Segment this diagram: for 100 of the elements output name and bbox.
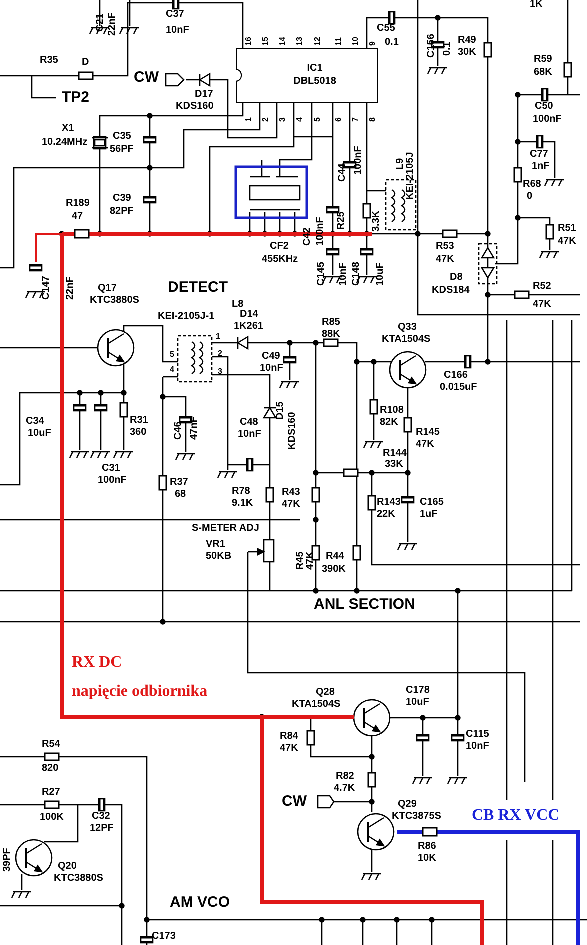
component-label: 47K [306, 552, 316, 570]
component-label: 22nF [66, 276, 76, 300]
component-label: R68 [523, 180, 542, 190]
component-label: Q29 [398, 800, 417, 810]
component-label: 50KB [206, 552, 232, 562]
component-label: C44 [338, 164, 348, 182]
component-label: S-METER ADJ [192, 524, 260, 534]
component-label: 10uF [376, 262, 386, 286]
component-label: 10nF [260, 364, 284, 374]
net-label: napięcie odbiornika [72, 684, 208, 700]
component-label: 9.1K [232, 499, 254, 509]
component-label: 47 [72, 212, 84, 222]
section-label: AM VCO [170, 895, 230, 910]
component-label: C115 [466, 730, 490, 740]
component-label: 10uF [406, 698, 430, 708]
pin-number: 2 [262, 118, 270, 122]
component-label: 4.7K [334, 784, 356, 794]
component-label: R45 [296, 552, 306, 570]
component-label: R44 [326, 552, 344, 562]
component-label: R37 [170, 478, 188, 488]
component-label: R145 [416, 428, 440, 438]
component-label: 455KHz [262, 255, 298, 265]
component-label: C39 [113, 194, 132, 204]
component-label: R143 [377, 498, 401, 508]
component-label: KDS184 [432, 286, 470, 296]
component-label: 10nF [466, 742, 490, 752]
component-label: R53 [436, 242, 454, 252]
component-label: 22nF [108, 12, 118, 36]
pin-number: 7 [352, 118, 360, 122]
component-label: C145 [317, 262, 327, 286]
pin-number: 5 [170, 351, 174, 359]
component-label: 47K [282, 500, 300, 510]
chip-label: IC1 [307, 63, 323, 76]
component-label: X1 [62, 124, 74, 134]
component-label: 390K [322, 565, 346, 575]
component-label: 88K [322, 330, 340, 340]
component-label: 47K [280, 744, 298, 754]
component-label: KTA1504S [292, 700, 341, 710]
component-label: R85 [322, 318, 340, 328]
component-label: 820 [42, 764, 59, 774]
component-label: 3.3K [372, 210, 382, 232]
component-label: 56PF [110, 145, 134, 155]
component-label: KTC3880S [54, 874, 104, 884]
component-label: KTC3880S [90, 296, 140, 306]
component-label: 1K [530, 0, 543, 10]
pin-number: 4 [170, 366, 174, 374]
component-label: KTC3875S [392, 812, 442, 822]
chip-label: DBL5018 [294, 76, 336, 88]
component-label: 100nF [316, 217, 326, 246]
component-label: D17 [195, 90, 214, 100]
pin-number: 3 [279, 118, 287, 122]
component-label: 0 [527, 192, 533, 202]
component-label: 47K [436, 255, 454, 265]
net-label: RX DC [72, 655, 122, 671]
component-label: R35 [40, 56, 58, 66]
component-label: R51 [558, 224, 576, 234]
component-label: 10uF [28, 429, 52, 439]
component-label: C148 [352, 262, 362, 286]
pin-number: 6 [335, 118, 343, 122]
component-label: 68 [175, 490, 186, 500]
component-label: 100nF [533, 115, 562, 125]
component-label: 1K261 [234, 322, 264, 332]
pin-number: 5 [314, 118, 322, 122]
component-label: 0.1 [385, 38, 399, 48]
component-label: 47K [558, 237, 576, 247]
section-label: CW [282, 794, 307, 809]
component-label: R31 [130, 416, 148, 426]
component-label: KEI-2105J [406, 152, 416, 200]
component-label: L9 [396, 158, 406, 170]
component-label: C46 [174, 422, 184, 440]
component-label: 0.015uF [440, 383, 478, 393]
component-label: D8 [450, 273, 463, 283]
component-label: R54 [42, 740, 60, 750]
component-label: C49 [262, 352, 280, 362]
component-label: D [82, 58, 90, 68]
component-label: C35 [113, 132, 132, 142]
net-label: CB RX VCC [472, 808, 560, 824]
component-label: Q33 [398, 323, 417, 333]
pin-number: 4 [296, 118, 304, 122]
component-label: C37 [166, 10, 184, 20]
component-label: C166 [444, 371, 468, 381]
component-label: R84 [280, 732, 298, 742]
pin-number: 1 [245, 118, 253, 122]
component-label: 82PF [110, 207, 134, 217]
component-label: C32 [92, 812, 110, 822]
component-label: 22K [377, 510, 396, 520]
pin-number: 3 [218, 368, 222, 376]
component-label: 10nF [166, 26, 190, 36]
component-label: Q28 [316, 688, 335, 698]
component-label: 33K [385, 460, 404, 470]
component-label: 47K [416, 440, 434, 450]
component-label: L8 [232, 300, 244, 310]
pin-number: 10 [352, 37, 360, 46]
section-label: DETECT [168, 280, 228, 295]
component-label: C77 [530, 150, 548, 160]
component-label: KTA1504S [382, 335, 431, 345]
component-label: R43 [282, 488, 300, 498]
ic-chip [236, 48, 378, 103]
component-label: 30K [458, 48, 476, 58]
component-label: C165 [420, 498, 444, 508]
